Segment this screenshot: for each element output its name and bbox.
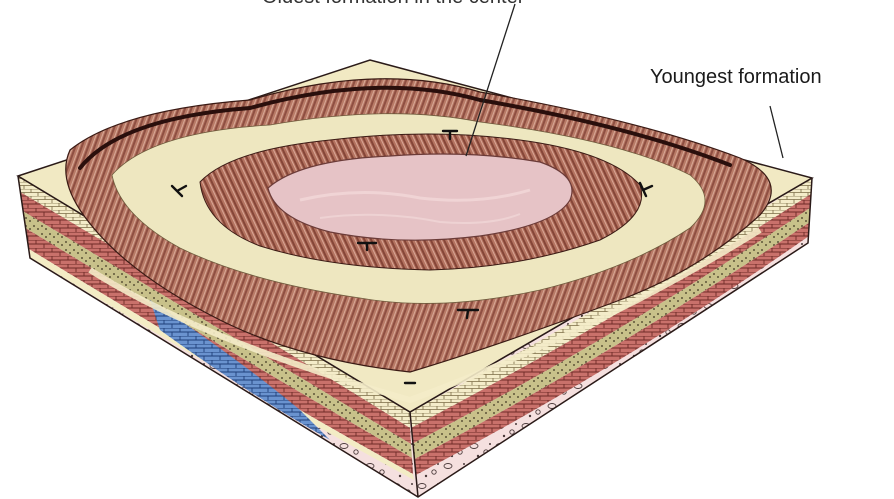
youngest-formation-label: Youngest formation: [650, 66, 822, 89]
oldest-formation-label: Oldest formation in the center: [262, 0, 524, 9]
top-surface: [18, 60, 812, 412]
youngest-leader-line: [770, 106, 783, 158]
